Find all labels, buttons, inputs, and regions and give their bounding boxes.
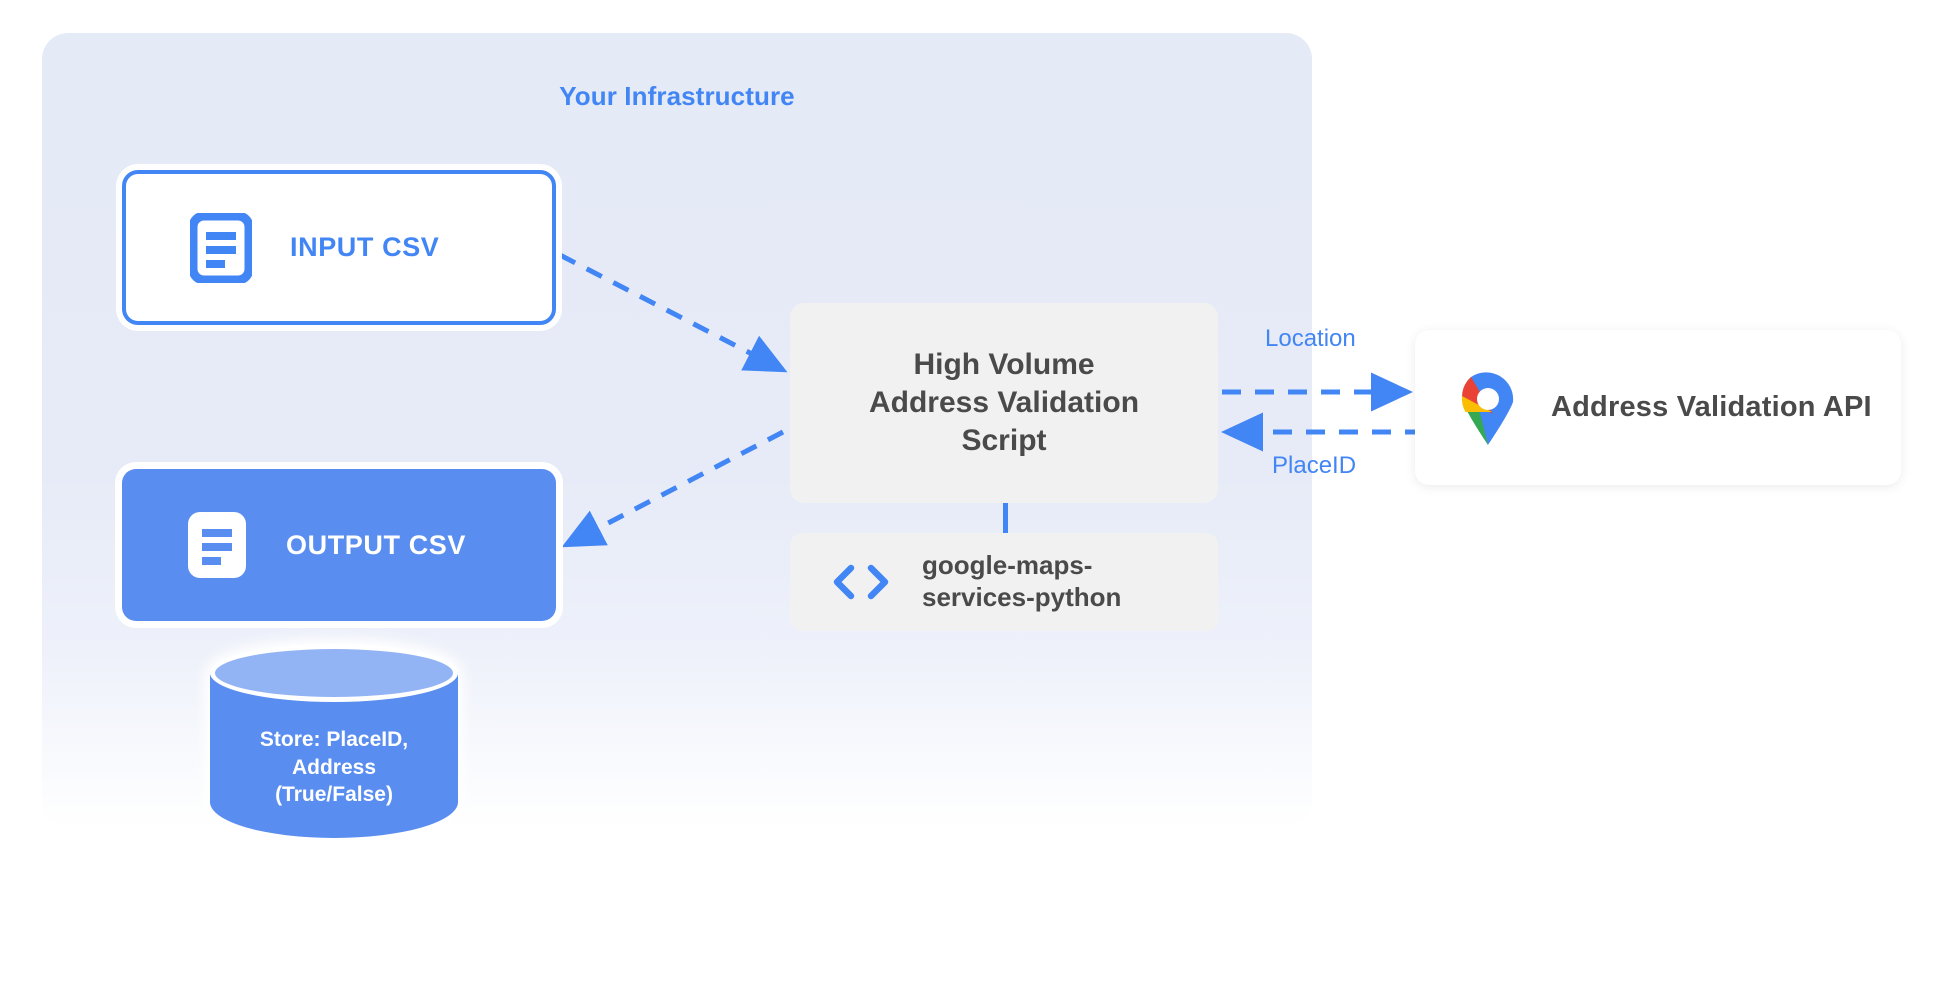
node-client-library[interactable]: google-maps- services-python [790,533,1218,631]
edge-label-location: Location [1265,325,1356,352]
script-title-line3: Script [961,424,1047,458]
database-text: Store: PlaceID, Address (True/False) [210,726,458,809]
input-csv-label: INPUT CSV [290,232,440,262]
document-icon [190,212,252,283]
google-maps-pin-icon [1459,370,1517,446]
node-input-csv[interactable]: INPUT CSV [122,170,556,325]
library-name: google-maps- services-python [922,550,1121,613]
database-text-line1: Store: PlaceID, [259,728,409,751]
database-shape [210,644,458,864]
node-address-validation-api[interactable]: Address Validation API [1415,330,1901,485]
database-text-line2: Address [291,755,377,779]
node-output-csv[interactable]: OUTPUT CSV [122,469,556,621]
script-title-line2: Address Validation [868,385,1140,419]
api-label: Address Validation API [1551,391,1872,423]
library-name-line2: services-python [922,582,1122,612]
document-icon [186,510,248,580]
database-text-line3: (True/False) [275,783,393,807]
database-top-ellipse [210,644,458,702]
node-database[interactable]: Store: PlaceID, Address (True/False) [210,644,458,864]
code-brackets-icon [830,563,892,601]
library-name-line1: google-maps- [922,550,1093,581]
node-validation-script[interactable]: High Volume Address Validation Script [790,303,1218,503]
script-title-line1: High Volume [913,347,1095,381]
panel-title: Your Infrastructure [559,81,795,111]
output-csv-label: OUTPUT CSV [286,529,467,560]
edge-label-placeid: PlaceID [1272,452,1357,479]
script-library-connector [1003,503,1008,534]
